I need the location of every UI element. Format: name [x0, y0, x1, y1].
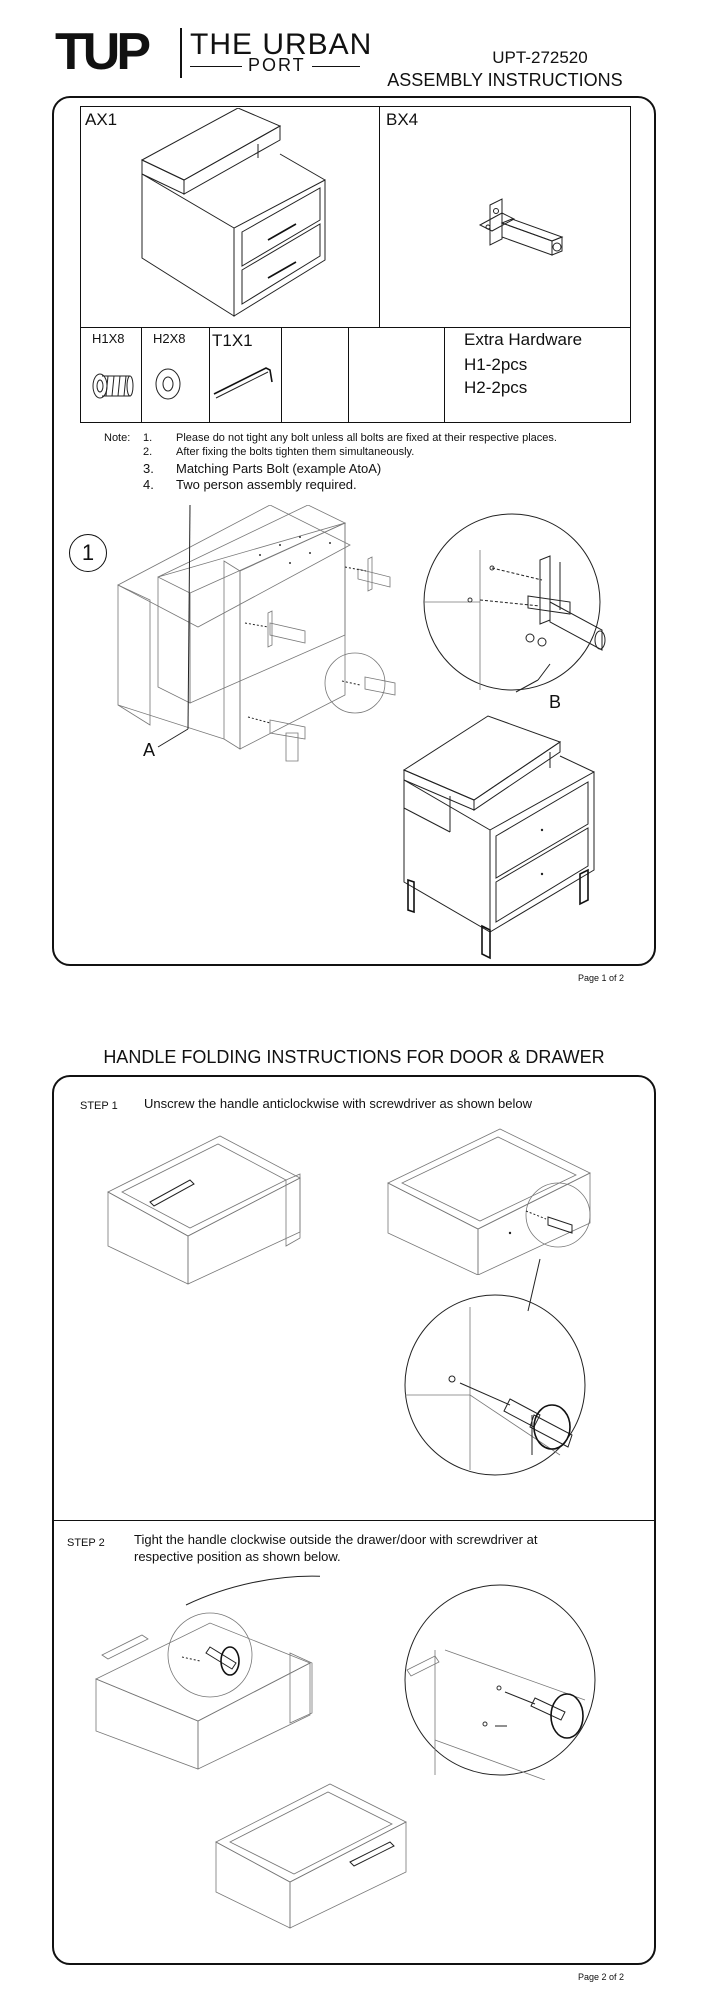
- nightstand-part-illustration: [140, 108, 326, 317]
- bolt-part-illustration: [92, 373, 134, 399]
- logo-divider: [180, 28, 182, 78]
- part-cell-extra: [444, 327, 631, 423]
- note-number-1: 1.: [143, 432, 153, 444]
- washer-part-illustration: [155, 368, 181, 400]
- bracket-part-illustration: [478, 198, 564, 256]
- part-cell-empty-1: [281, 327, 349, 423]
- page1-frame: [52, 96, 656, 966]
- document-title: ASSEMBLY INSTRUCTIONS: [387, 70, 623, 90]
- unscrew-zoom-detail: [404, 1258, 586, 1476]
- step-divider: [53, 1520, 655, 1521]
- step1-instruction: Unscrew the handle anticlockwise with sc…: [144, 1096, 533, 1111]
- page-number-1: Page 1 of 2: [578, 973, 625, 983]
- label-part-a: A: [143, 740, 156, 760]
- step2-label: STEP 2: [67, 1537, 105, 1549]
- extra-hardware-h2: H2-2pcs: [464, 378, 528, 397]
- extra-hardware-h1: H1-2pcs: [464, 355, 528, 374]
- step1-label: STEP 1: [80, 1100, 118, 1112]
- drawer-tighten-illustration: [95, 1575, 320, 1770]
- drawer-final-illustration: [215, 1783, 407, 1929]
- step2-instruction-line1: Tight the handle clockwise outside the d…: [134, 1532, 538, 1547]
- part-label-bx: BX4: [386, 110, 419, 129]
- part-label-h1: H1X8: [92, 331, 125, 346]
- note-number-2: 2.: [143, 446, 153, 458]
- note-text-3: Matching Parts Bolt (example AtoA): [176, 461, 382, 476]
- allen-key-part-illustration: [213, 367, 273, 399]
- bracket-lower: [247, 716, 306, 762]
- brand-logo-name: THE URBAN: [190, 28, 373, 61]
- step2-instruction-line2: respective position as shown below.: [134, 1549, 341, 1564]
- part-label-h2: H2X8: [153, 331, 186, 346]
- page-number-2: Page 2 of 2: [578, 1972, 625, 1982]
- note-text-2: After fixing the bolts tighten them simu…: [176, 446, 415, 458]
- step-1-badge: 1: [69, 534, 107, 572]
- note-number-3: 3.: [143, 461, 154, 476]
- drawer-with-handle-illustration: [107, 1135, 301, 1285]
- label-part-b: B: [549, 692, 562, 712]
- step1-zoom-detail: [423, 513, 606, 693]
- note-text-1: Please do not tight any bolt unless all …: [176, 432, 557, 444]
- section-title-handle-folding: HANDLE FOLDING INSTRUCTIONS FOR DOOR & D…: [103, 1047, 605, 1067]
- bracket-top-right: [344, 556, 391, 592]
- step1-exploded-illustration: [117, 505, 396, 762]
- drawer-unscrew-illustration: [387, 1128, 591, 1275]
- notes-label: Note:: [104, 432, 131, 444]
- document-code: UPT-272520: [492, 48, 588, 67]
- tighten-zoom-detail: [404, 1584, 596, 1780]
- brand-logo-mark: TUP: [55, 23, 151, 81]
- note-number-4: 4.: [143, 477, 154, 492]
- note-text-4: Two person assembly required.: [176, 477, 357, 492]
- assembled-nightstand-illustration: [402, 715, 595, 960]
- brand-logo-sub: PORT: [242, 56, 312, 74]
- extra-hardware-title: Extra Hardware: [464, 330, 583, 349]
- part-label-t1: T1X1: [212, 331, 253, 350]
- part-label-ax: AX1: [85, 110, 118, 129]
- part-cell-empty-2: [348, 327, 445, 423]
- bracket-middle: [244, 610, 306, 648]
